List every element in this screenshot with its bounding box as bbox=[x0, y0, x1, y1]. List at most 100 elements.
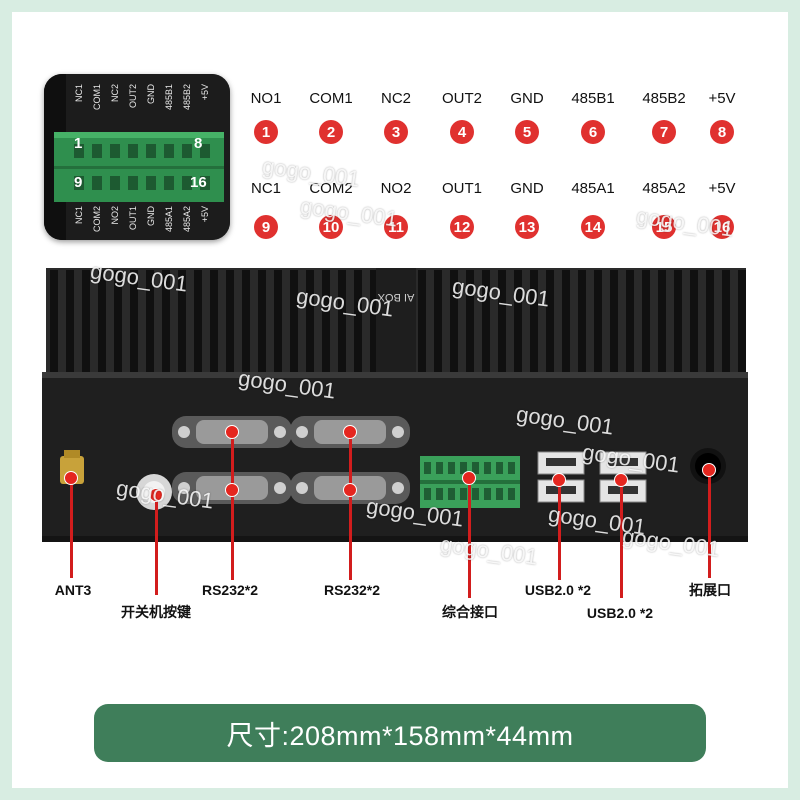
terminal-screw-hole bbox=[74, 176, 84, 190]
heatsink-fin bbox=[210, 270, 218, 374]
pin-number-badge-1: 1 bbox=[254, 120, 278, 144]
heatsink-fin bbox=[498, 270, 506, 374]
combo-terminal-hole bbox=[460, 462, 467, 474]
heatsink-fin bbox=[242, 270, 250, 374]
heatsink-fin bbox=[306, 270, 314, 374]
expansion-dot bbox=[702, 463, 716, 477]
heatsink-fin bbox=[546, 270, 554, 374]
inset-top-label: OUT2 bbox=[128, 84, 138, 109]
pin_row_1-name-5: GND bbox=[510, 90, 544, 107]
pin-number-badge-6: 6 bbox=[581, 120, 605, 144]
terminal-screw-hole bbox=[146, 176, 156, 190]
pin_row_2-name-14: 485A1 bbox=[571, 180, 615, 197]
pin_row_2-name-9: NC1 bbox=[250, 180, 282, 197]
heatsink-fin bbox=[130, 270, 138, 374]
heatsink-fin bbox=[482, 270, 490, 374]
terminal-screw-hole bbox=[182, 144, 192, 158]
pin-9-marker: 9 bbox=[74, 174, 83, 191]
heatsink-fin bbox=[738, 270, 746, 374]
heatsink-fin bbox=[258, 270, 266, 374]
heatsink-fin bbox=[418, 270, 426, 374]
heatsink-fin bbox=[530, 270, 538, 374]
heatsink-fin bbox=[434, 270, 442, 374]
inset-bottom-label: GND bbox=[146, 206, 156, 226]
heatsink-fin bbox=[674, 270, 682, 374]
pin_row_2-name-10: COM2 bbox=[309, 180, 353, 197]
pin-number-badge-8: 8 bbox=[710, 120, 734, 144]
heatsink-fin bbox=[82, 270, 90, 374]
heatsink-fin bbox=[354, 270, 362, 374]
usb-b-dot bbox=[614, 473, 628, 487]
combo-terminal-hole bbox=[424, 462, 431, 474]
pin_row_1-name-6: 485B1 bbox=[571, 90, 615, 107]
combo-terminal-hole bbox=[508, 488, 515, 500]
combo-terminal-hole bbox=[448, 488, 455, 500]
dimensions-banner: 尺寸:208mm*158mm*44mm bbox=[94, 704, 706, 762]
combo-interface-label: 综合接口 bbox=[442, 604, 498, 620]
pin-16-marker: 16 bbox=[190, 174, 207, 191]
terminal-screw-hole bbox=[92, 176, 102, 190]
inset-bottom-label: +5V bbox=[200, 206, 210, 223]
terminal-screw-hole bbox=[164, 176, 174, 190]
heatsink-fin bbox=[66, 270, 74, 374]
heatsink-fin bbox=[50, 270, 58, 374]
pin_row_1-name-4: OUT2 bbox=[441, 90, 483, 107]
pin-number-badge-2: 2 bbox=[319, 120, 343, 144]
rs232-b-dot-bottom bbox=[343, 483, 357, 497]
ant-pointer bbox=[70, 478, 73, 578]
combo-terminal-hole bbox=[436, 462, 443, 474]
combo-terminal-hole bbox=[484, 488, 491, 500]
inset-bottom-label: NO2 bbox=[110, 206, 120, 225]
terminal-screw-hole bbox=[128, 144, 138, 158]
combo-terminal-hole bbox=[484, 462, 491, 474]
heatsink-fin bbox=[322, 270, 330, 374]
heatsink-fin bbox=[274, 270, 282, 374]
heatsink-fin bbox=[466, 270, 474, 374]
combo-pointer bbox=[468, 478, 471, 598]
inset-top-label: 485B1 bbox=[164, 84, 174, 111]
heatsink-fin bbox=[706, 270, 714, 374]
pin_row_2-name-12: OUT1 bbox=[441, 180, 483, 197]
pin-number-badge-4: 4 bbox=[450, 120, 474, 144]
rs232-a-dot-top bbox=[225, 425, 239, 439]
terminal-screw-hole bbox=[182, 176, 192, 190]
combo-dot bbox=[462, 471, 476, 485]
usb-a-pointer bbox=[558, 480, 561, 580]
usb-b-label: USB2.0 *2 bbox=[586, 605, 654, 621]
pin_row_2-name-13: GND bbox=[510, 180, 544, 197]
heatsink-fin bbox=[98, 270, 106, 374]
pin-1-marker: 1 bbox=[74, 135, 83, 152]
inset-top-label: NC2 bbox=[110, 84, 120, 103]
usb-a-label: USB2.0 *2 bbox=[524, 582, 592, 598]
heatsink-fin bbox=[578, 270, 586, 374]
pin-number-badge-10: 10 bbox=[319, 215, 343, 239]
inset-top-label: +5V bbox=[200, 84, 210, 101]
combo-terminal-hole bbox=[448, 462, 455, 474]
pin-number-badge-11: 11 bbox=[384, 215, 408, 239]
pin_row_1-name-8: +5V bbox=[708, 90, 736, 107]
pin-number-badge-3: 3 bbox=[384, 120, 408, 144]
inset-bottom-label: 485A2 bbox=[182, 206, 192, 233]
pin-8-marker: 8 bbox=[194, 135, 203, 152]
heatsink-fin bbox=[626, 270, 634, 374]
heatsink-fin bbox=[690, 270, 698, 374]
combo-terminal-hole bbox=[424, 488, 431, 500]
dimensions-text: 尺寸:208mm*158mm*44mm bbox=[226, 720, 574, 751]
heatsink-fin bbox=[226, 270, 234, 374]
combo-terminal-hole bbox=[472, 462, 479, 474]
heatsink-fin bbox=[658, 270, 666, 374]
inset-top-label: COM1 bbox=[92, 84, 102, 111]
terminal-screw-hole bbox=[200, 176, 210, 190]
terminal-screw-hole bbox=[74, 144, 84, 158]
power-pointer bbox=[155, 495, 158, 595]
rs232-a-label: RS232*2 bbox=[201, 582, 259, 598]
pin-number-badge-5: 5 bbox=[515, 120, 539, 144]
inset-bottom-label: OUT1 bbox=[128, 206, 138, 231]
inset-top-label: 485B2 bbox=[182, 84, 192, 111]
inset-bottom-label: 485A1 bbox=[164, 206, 174, 233]
heatsink-fin bbox=[450, 270, 458, 374]
combo-terminal-hole bbox=[436, 488, 443, 500]
device-logo: AI BOX bbox=[377, 291, 414, 303]
pin-number-badge-14: 14 bbox=[581, 215, 605, 239]
